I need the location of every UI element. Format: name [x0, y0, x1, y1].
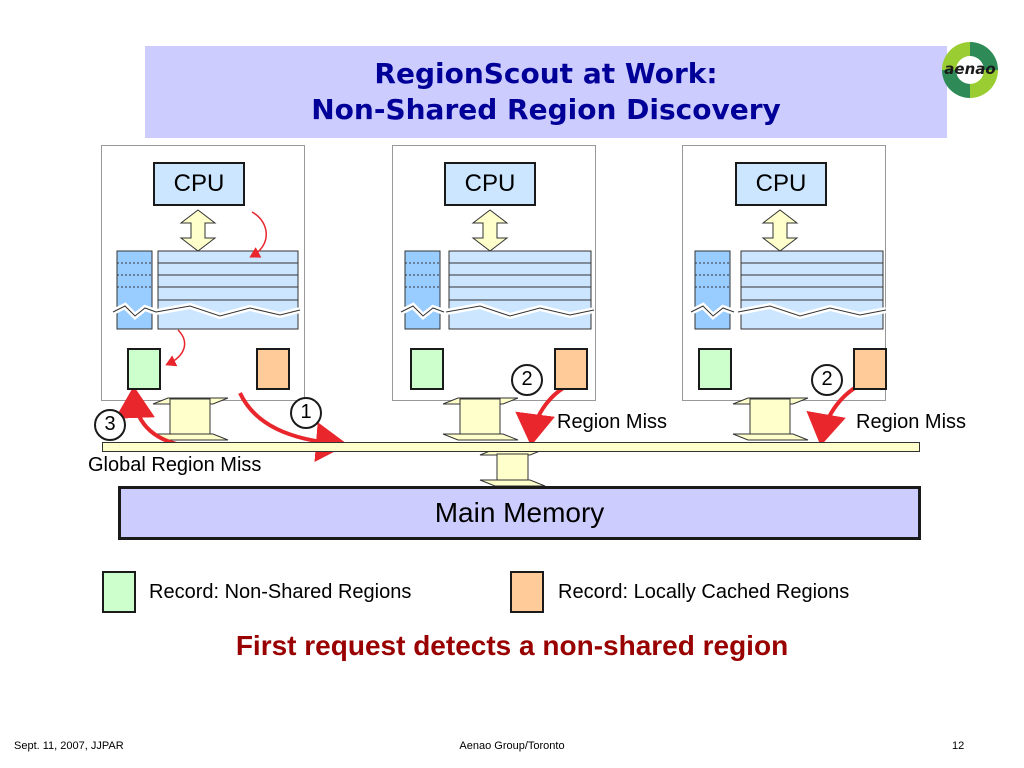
lookup-arrow-cpu-tag — [249, 211, 267, 258]
title-line-2: Non-Shared Region Discovery — [311, 93, 781, 126]
node-bus-arrow-2c — [442, 433, 519, 441]
footer-group: Aenao Group/Toronto — [459, 740, 565, 752]
legend-cached-label: Record: Locally Cached Regions — [558, 581, 850, 603]
logo-swirl-icon — [942, 42, 998, 98]
legend-non-shared-label: Record: Non-Shared Regions — [149, 581, 412, 603]
slide-caption: First request detects a non-shared regio… — [235, 630, 789, 661]
cpu-3: CPU — [735, 162, 827, 206]
cpu-1: CPU — [153, 162, 245, 206]
bus-memory-arrow-b — [496, 453, 529, 482]
node-3-tag-array — [689, 250, 736, 330]
step-1-number: 1 — [300, 401, 312, 423]
cpu-cache-arrow-1 — [179, 209, 217, 252]
aenao-logo: aenao — [938, 38, 1002, 102]
legend-cached-swatch — [510, 571, 544, 613]
node-1-cached-record — [256, 348, 290, 390]
node-1-data-array — [155, 250, 301, 330]
footer-page-number: 12 — [952, 740, 965, 752]
region-miss-label-1: Region Miss — [557, 411, 668, 433]
title-line-1: RegionScout at Work: — [374, 57, 718, 90]
node-3-non-shared-record — [698, 348, 732, 390]
node-2-non-shared-record — [410, 348, 444, 390]
system-bus — [102, 442, 920, 452]
node-bus-arrow-3c — [732, 433, 809, 441]
lookup-arrow-tag-record — [165, 329, 186, 367]
slide-title: RegionScout at Work: Non-Shared Region D… — [145, 46, 947, 138]
global-region-miss-label: Global Region Miss — [88, 454, 262, 476]
main-memory: Main Memory — [118, 486, 921, 540]
node-bus-arrow-1b — [169, 398, 211, 440]
node-2-tag-array — [399, 250, 446, 330]
step-1-circle — [290, 397, 322, 429]
node-3-data-array — [737, 250, 887, 330]
step-3-number: 3 — [104, 413, 116, 435]
node-3-cached-record — [853, 348, 887, 390]
node-bus-arrow-3b — [749, 398, 791, 440]
node-1-non-shared-record — [127, 348, 161, 390]
step-2b-number: 2 — [821, 368, 833, 390]
step-2a-circle — [511, 364, 543, 396]
cpu-cache-arrow-3 — [761, 209, 799, 252]
footer-date: Sept. 11, 2007, JJPAR — [14, 740, 124, 752]
node-bus-arrow-2b — [459, 398, 501, 440]
step-2b-circle — [811, 364, 843, 396]
logo-text: aenao — [944, 60, 996, 78]
legend-non-shared-swatch — [102, 571, 136, 613]
node-2-cached-record — [554, 348, 588, 390]
step-1-arrow — [238, 392, 348, 463]
region-miss-label-2: Region Miss — [856, 411, 967, 433]
cpu-cache-arrow-2 — [471, 209, 509, 252]
cpu-2: CPU — [444, 162, 536, 206]
node-2-data-array — [445, 250, 595, 330]
step-2a-number: 2 — [521, 368, 533, 390]
node-1-tag-array — [111, 250, 158, 330]
step-3-circle — [94, 409, 126, 441]
